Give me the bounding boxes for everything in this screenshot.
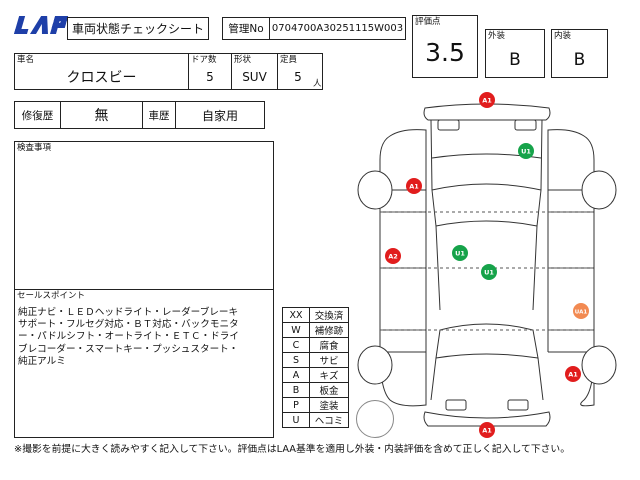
damage-marker-dot <box>573 303 589 319</box>
doors-cell: ドア数 5 <box>188 53 232 90</box>
inspection-box: 検査事項 <box>14 141 274 290</box>
sheet-title: 車両状態チェックシート <box>67 17 209 40</box>
capacity-unit: 人 <box>313 79 322 89</box>
body-type-cell: 形状 SUV <box>231 53 278 90</box>
damage-marker: A1 <box>565 366 581 382</box>
legend-code: C <box>282 337 310 353</box>
legend-code: S <box>282 352 310 368</box>
damage-marker-label: U1 <box>455 250 465 258</box>
legend-code: B <box>282 382 310 398</box>
sales-points-box: セールスポイント 純正ナビ・ＬＥＤヘッドライト・レーダーブレーキ サポート・フル… <box>14 289 274 438</box>
legend-meaning: 塗装 <box>309 397 349 413</box>
exterior-grade-box: 外装 B <box>485 29 545 78</box>
car-name-value: クロスビー <box>66 69 137 86</box>
repair-history-value: 無 <box>60 101 143 129</box>
body-type-label: 形状 <box>234 55 252 65</box>
wheels <box>357 170 617 385</box>
damage-marker: UA1 <box>573 303 589 319</box>
damage-marker: U1 <box>481 264 497 280</box>
damage-marker: U1 <box>518 143 534 159</box>
overall-grade-label: 評価点 <box>415 17 441 27</box>
spare-tire-circle <box>356 400 394 438</box>
logo <box>12 13 74 39</box>
damage-marker: A1 <box>406 178 422 194</box>
damage-marker-dot <box>479 92 495 108</box>
damage-marker-dot <box>452 245 468 261</box>
car-outline <box>379 103 595 427</box>
damage-marker: U1 <box>452 245 468 261</box>
management-no-value: 0704700A30251115W003 <box>269 17 406 40</box>
legend-meaning: 交換済 <box>309 307 349 323</box>
damage-marker-dot <box>481 264 497 280</box>
legend-code: U <box>282 412 310 428</box>
laa-logo <box>13 16 69 34</box>
exterior-grade-value: B <box>509 50 521 70</box>
sales-line: 純正ナビ・ＬＥＤヘッドライト・レーダーブレーキ <box>18 307 239 318</box>
damage-marker-dot <box>406 178 422 194</box>
car-name-label: 車名 <box>17 55 35 65</box>
legend-meaning: サビ <box>309 352 349 368</box>
vehicle-use-value: 自家用 <box>175 101 265 129</box>
legend-meaning: キズ <box>309 367 349 383</box>
damage-marker-dot <box>385 248 401 264</box>
legend-meaning: 腐食 <box>309 337 349 353</box>
damage-marker: A1 <box>479 92 495 108</box>
car-name-cell: 車名 クロスビー <box>14 53 189 90</box>
legend-meaning: 補修跡 <box>309 322 349 338</box>
damage-marker-label: A1 <box>568 371 578 379</box>
damage-marker-dot <box>479 422 495 438</box>
inspection-label: 検査事項 <box>17 143 52 153</box>
sales-line: ー・パドルシフト・オートライト・ＥＴＣ・ドライ <box>18 331 239 343</box>
legend-code: P <box>282 397 310 413</box>
damage-marker-label: U1 <box>521 148 531 156</box>
damage-marker-label: A2 <box>388 253 398 261</box>
exterior-grade-label: 外装 <box>488 31 506 41</box>
overall-grade-value: 3.5 <box>425 37 465 67</box>
overall-grade-box: 評価点 3.5 <box>412 15 478 78</box>
damage-marker-label: A1 <box>409 183 419 191</box>
interior-grade-label: 内装 <box>554 31 572 41</box>
sales-line: ブレコーダー・スマートキー・プッシュスタート・ <box>18 343 239 355</box>
legend-code: A <box>282 367 310 383</box>
damage-marker: A2 <box>385 248 401 264</box>
legend-code: XX <box>282 307 310 323</box>
sales-line: 純正アルミ <box>18 355 66 367</box>
damage-marker-label: A1 <box>482 427 492 435</box>
damage-marker-dot <box>565 366 581 382</box>
doors-label: ドア数 <box>191 55 217 65</box>
vehicle-use-label: 車歴 <box>142 101 176 129</box>
repair-history-label: 修復歴 <box>14 101 61 129</box>
doors-value: 5 <box>206 69 214 84</box>
interior-grade-value: B <box>573 50 586 70</box>
footer-note: ※撮影を前提に大きく読みやすく記入して下さい。評価点はLAA基準を適用し外装・内… <box>14 444 571 455</box>
damage-marker-label: UA1 <box>575 310 588 316</box>
management-no-label: 管理No <box>222 17 270 40</box>
interior-grade-box: 内装 B <box>551 29 608 78</box>
legend-meaning: 板金 <box>309 382 349 398</box>
damage-marker: A1 <box>479 422 495 438</box>
damage-marker-label: U1 <box>484 269 494 277</box>
capacity-cell: 定員 5 人 <box>277 53 323 90</box>
sales-points-text: 純正ナビ・ＬＥＤヘッドライト・レーダーブレーキ サポート・フルセグ対応・ＢＴ対応… <box>18 307 239 368</box>
legend-meaning: ヘコミ <box>309 412 349 428</box>
sales-line: サポート・フルセグ対応・ＢＴ対応・バックモニタ <box>18 319 239 331</box>
sales-points-label: セールスポイント <box>17 291 86 301</box>
body-type-value: SUV <box>242 69 267 84</box>
damage-marker-label: A1 <box>482 97 492 105</box>
capacity-label: 定員 <box>280 55 298 65</box>
capacity-value: 5 <box>294 69 302 84</box>
legend-code: W <box>282 322 310 338</box>
damage-marker-dot <box>518 143 534 159</box>
